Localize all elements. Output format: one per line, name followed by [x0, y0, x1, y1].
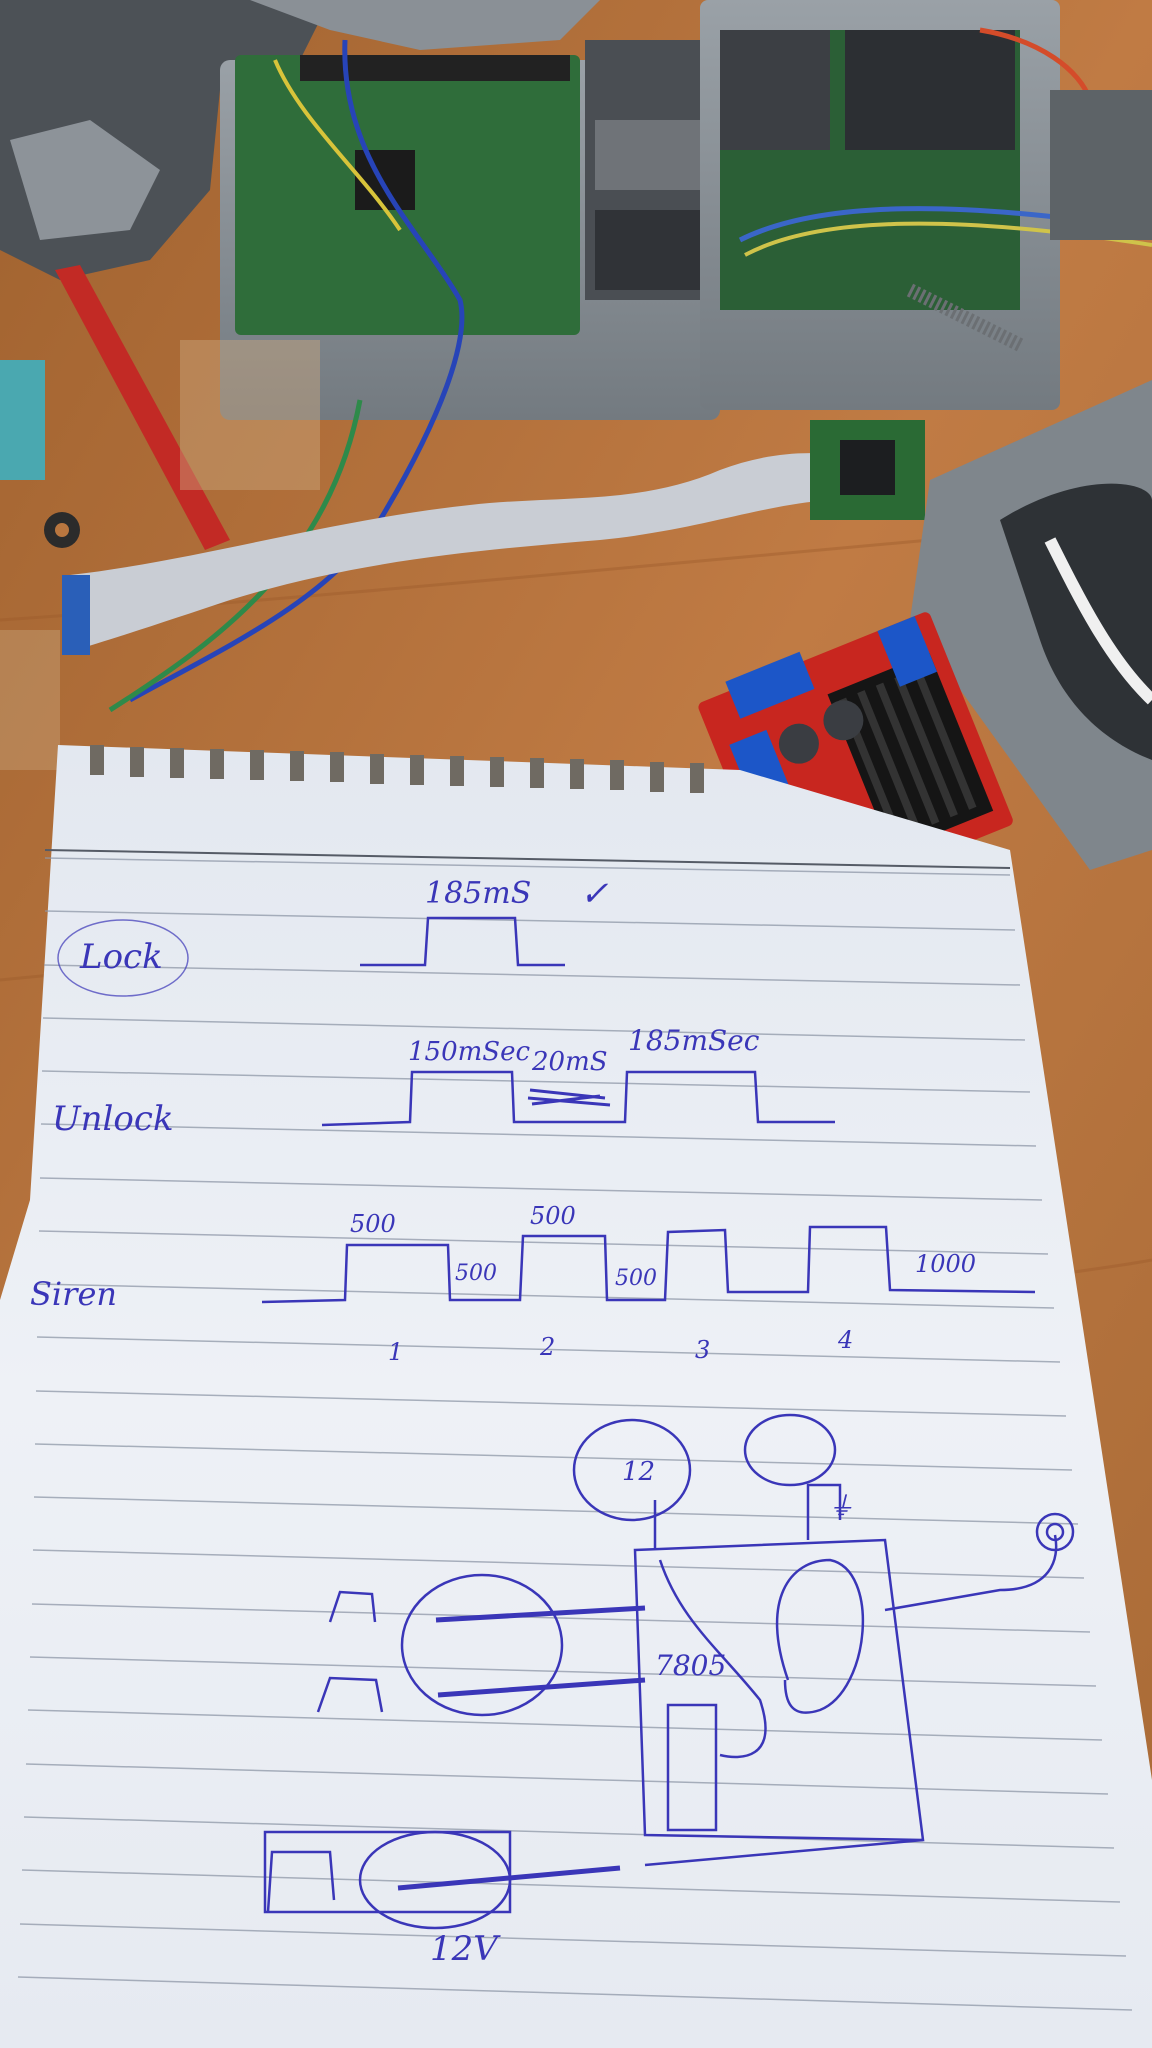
siren-low-2: 500 [615, 1266, 657, 1291]
siren-count-4: 4 [837, 1326, 853, 1354]
regulator-label: 7805 [655, 1649, 726, 1682]
lock-label-circle [57, 919, 189, 997]
lock-waveform [360, 916, 565, 967]
lined-notepad [0, 745, 1152, 2048]
siren-count-3: 3 [695, 1336, 710, 1364]
siren-waveform [261, 1225, 1036, 1304]
ribbon-connector [62, 575, 90, 655]
supply-circle [572, 1418, 692, 1522]
regulator-7805 [666, 1703, 718, 1832]
spring [906, 283, 1024, 352]
lock-check-mark: ✓ [580, 874, 609, 914]
siren-high-1: 500 [350, 1210, 396, 1238]
unlock-pulse-3: 185mSec [628, 1024, 760, 1057]
circuit-sketch [263, 1413, 1075, 1930]
red-pencil [55, 265, 230, 550]
spiral-tear-strip [90, 745, 704, 793]
jumper-wire-blue [128, 39, 465, 703]
unlock-pulse-2: 20mS [531, 1047, 608, 1077]
unlock-label: Unlock [52, 1099, 174, 1139]
siren-count-1: 1 [388, 1338, 403, 1366]
unlock-waveform [321, 1070, 835, 1127]
ruled-lines [17, 857, 1133, 2011]
siren-low-1: 500 [455, 1261, 497, 1286]
battery-label: 12V [430, 1929, 501, 1969]
capacitor [778, 723, 819, 764]
siren-high-2: 500 [530, 1202, 576, 1230]
screw-terminal [725, 651, 815, 719]
speaker-symbol [1035, 1512, 1075, 1552]
supply-12-label: 12 [622, 1457, 655, 1487]
lock-label: Lock [79, 937, 163, 977]
input-circle [400, 1573, 564, 1717]
ribbon-cable [70, 453, 840, 650]
pi-soc-chip [355, 150, 415, 210]
gpio-header [300, 55, 570, 81]
siren-end-label: 1000 [915, 1250, 976, 1278]
siren-label: Siren [30, 1275, 117, 1313]
lock-pulse-label: 185mS [425, 876, 531, 911]
scribble [527, 1088, 611, 1107]
unlock-pulse-1: 150mSec [408, 1037, 530, 1067]
jumper-wire-yellow [273, 59, 402, 232]
ground-symbol: ⏚ [828, 1492, 854, 1522]
siren-count-2: 2 [539, 1333, 555, 1361]
